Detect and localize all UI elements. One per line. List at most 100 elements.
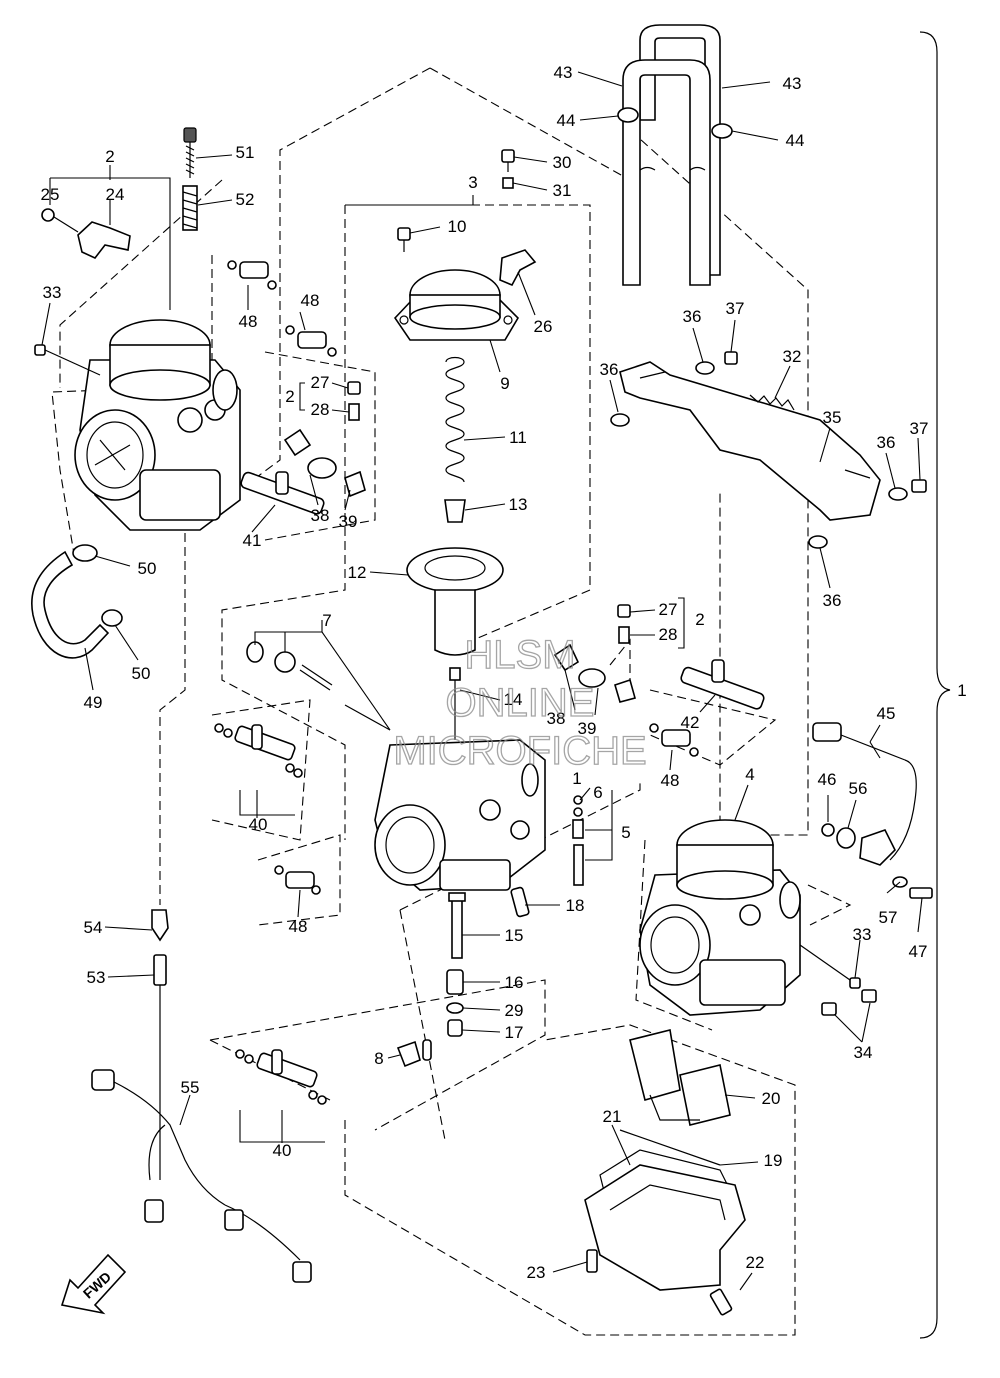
callout-36: 36 [600,360,619,379]
callout-numbers: 2 25 24 51 52 33 48 48 2 27 28 38 39 41 … [41,63,967,1282]
callout-38: 38 [547,709,566,728]
callout-13: 13 [509,495,528,514]
piston-valve-diaphragm-12 [406,547,504,656]
hose-clip-44b [711,123,733,139]
callout-2: 2 [695,610,704,629]
collar-31 [502,177,514,189]
fuel-joint-40b [235,1049,327,1105]
callout-43: 43 [554,63,573,82]
pilot-screw-51 [183,127,197,178]
sensor-53 [153,954,167,986]
callout-40: 40 [249,815,268,834]
washer-36d [808,535,828,549]
wire-harness-55 [91,985,312,1283]
callout-1: 1 [572,769,581,788]
watermark: HLSM ONLINE MICROFICHE [393,632,648,773]
screw-47 [909,887,933,899]
watermark-line3: MICROFICHE [393,729,646,773]
callout-29: 29 [505,1001,524,1020]
callout-52: 52 [236,190,255,209]
screw-37b [911,479,927,493]
throttle-link-plate-35 [619,361,881,521]
callout-48: 48 [301,291,320,310]
callout-30: 30 [553,153,572,172]
needle-jet-18 [510,886,530,918]
callout-45: 45 [877,704,896,723]
float-20 [629,1029,731,1126]
main-jet-holder-16 [446,969,464,995]
jet-needle-14 [449,667,461,740]
left-carburetor-screw [34,344,101,376]
assembly-brace [919,31,951,1339]
callout-37: 37 [910,419,929,438]
connector-54 [151,909,169,942]
callout-16: 16 [505,973,524,992]
callout-18: 18 [566,896,585,915]
callout-48: 48 [239,312,258,331]
throttle-screw-assembly-38-39-center [553,643,636,703]
left-carburetor [74,319,241,531]
callout-3: 3 [468,173,477,192]
center-carburetor [374,739,546,891]
vent-hoses-43 [622,24,721,286]
callout-32: 32 [783,347,802,366]
callout-33: 33 [43,283,62,302]
pilot-screw-set-7 [246,641,391,731]
callout-44: 44 [557,111,576,130]
hose-clamp-50a [72,544,98,562]
float-pin-8 [396,1039,432,1068]
joint-fitting-48c [649,723,699,757]
screw-37a [724,351,738,365]
callout-25: 25 [41,185,60,204]
leader-lines [41,71,923,1291]
throttle-spring-32 [749,394,795,411]
hose-clip-44a [617,107,639,123]
callout-6: 6 [593,783,602,802]
callout-49: 49 [84,693,103,712]
callout-10: 10 [448,217,467,236]
callout-20: 20 [762,1089,781,1108]
callout-7: 7 [322,611,331,630]
screw-10 [397,227,411,252]
callout-5: 5 [621,823,630,842]
callout-41: 41 [243,531,262,550]
fuel-joint-40a [214,723,303,778]
callout-2: 2 [285,387,294,406]
callout-4: 4 [745,765,754,784]
spring-28-center [618,626,630,644]
callout-27: 27 [659,600,678,619]
callout-8: 8 [374,1049,383,1068]
screw-30 [501,149,515,172]
screw-23 [586,1249,598,1273]
callout-53: 53 [87,968,106,987]
callout-9: 9 [500,374,509,393]
callout-36: 36 [683,307,702,326]
float-bowl [584,1164,746,1291]
callout-27: 27 [311,373,330,392]
washer-36a [610,413,630,427]
o-ring-29 [446,1002,464,1014]
vacuum-chamber-cover-9 [393,269,520,341]
callout-17: 17 [505,1023,524,1042]
callout-56: 56 [849,779,868,798]
fuel-pipe-41 [240,471,325,515]
right-carburetor [639,819,801,1016]
drain-screw-22 [709,1288,733,1316]
cable-bracket-26 [499,249,537,287]
jet-parts-5-6 [572,795,584,886]
screw-27-center [617,604,631,618]
callout-12: 12 [348,563,367,582]
callout-57: 57 [879,908,898,927]
callout-1-assembly: 1 [957,681,966,700]
float-pin-19 [619,1129,721,1166]
callout-2: 2 [105,147,114,166]
callout-39: 39 [578,719,597,738]
callout-22: 22 [746,1253,765,1272]
callout-48: 48 [661,771,680,790]
joint-fitting-48d [274,865,321,895]
callout-50: 50 [132,664,151,683]
fwd-arrow-icon: FWD [60,1253,127,1315]
right-carburetor-screw-33 [799,944,861,989]
callout-40: 40 [273,1141,292,1160]
